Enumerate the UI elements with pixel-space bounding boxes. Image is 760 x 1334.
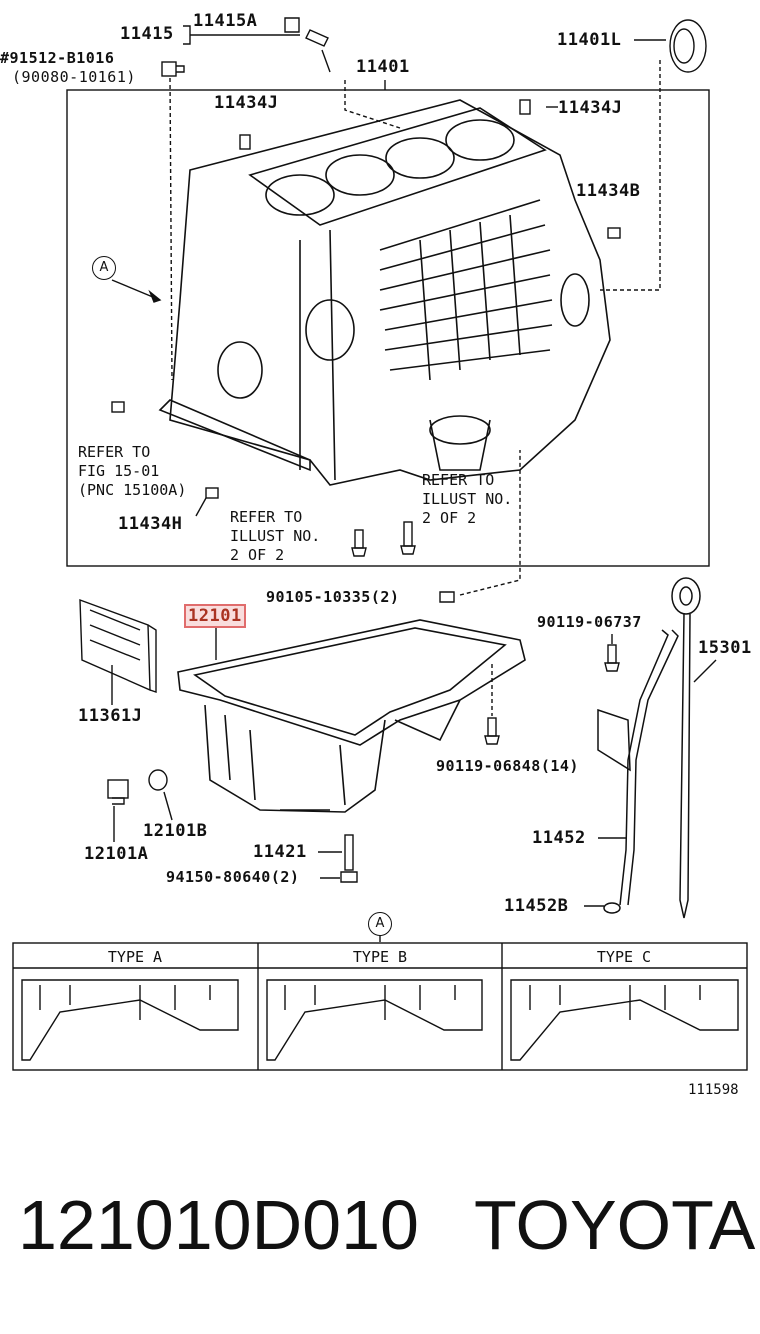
callout-90119-06848: 90119-06848(14)	[436, 757, 579, 775]
type-c-section-icon	[510, 979, 739, 1061]
type-b-label: TYPE B	[352, 948, 408, 966]
callout-11434H: 11434H	[118, 514, 183, 534]
brand-name: TOYOTA	[474, 1186, 756, 1264]
view-marker-a-bottom: A	[368, 912, 392, 936]
bolt-icon	[351, 521, 416, 557]
type-c-label: TYPE C	[596, 948, 652, 966]
parts-diagram: 11415 11415A #91512-B1016 (90080-10161) …	[0, 11, 752, 1098]
dowel-pin-icon	[607, 227, 621, 239]
stud-bolt-icon	[340, 834, 358, 883]
callout-11415A: 11415A	[193, 11, 258, 31]
type-table-frame	[12, 942, 748, 1071]
callout-12101A: 12101A	[84, 844, 149, 864]
oil-pressure-switch-icon	[284, 17, 331, 73]
callout-11361J: 11361J	[78, 706, 143, 726]
diagram-linework	[12, 17, 748, 1071]
figure-number: 111598	[688, 1082, 739, 1098]
callout-12101-highlighted: 12101	[184, 604, 246, 628]
dowel-pin-icon	[205, 487, 219, 499]
drain-plug-icon	[107, 779, 129, 805]
oil-pan-icon	[177, 619, 526, 813]
type-b-section-icon	[266, 979, 483, 1061]
cylinder-block-icon	[158, 99, 611, 486]
part-title-banner: 121010D010 TOYOTA	[0, 1185, 760, 1285]
bolt-91512-icon	[161, 61, 185, 381]
callout-12101B: 12101B	[143, 821, 208, 841]
callout-11452: 11452	[532, 828, 586, 848]
note-refer-illust-right: REFER TO ILLUST NO. 2 OF 2	[422, 471, 513, 527]
callout-11401L: 11401L	[557, 30, 622, 50]
callout-11401: 11401	[356, 57, 410, 77]
callout-11452B: 11452B	[504, 896, 569, 916]
callout-11434B: 11434B	[576, 181, 641, 201]
callout-90080: (90080-10161)	[12, 68, 136, 86]
engine-block-frame	[66, 89, 710, 567]
bolt-90119-icon	[484, 644, 620, 745]
callout-94150: 94150-80640(2)	[166, 868, 300, 886]
type-a-label: TYPE A	[107, 948, 163, 966]
callout-90119-06737: 90119-06737	[537, 613, 642, 631]
callout-11434J-right: 11434J	[558, 98, 623, 118]
type-a-section-icon	[21, 979, 239, 1061]
drain-gasket-icon	[148, 769, 168, 791]
callout-15301: 15301	[698, 638, 752, 658]
note-refer-fig-15-01: REFER TO FIG 15-01 (PNC 15100A)	[78, 443, 187, 499]
bolt-90105-icon	[439, 591, 455, 603]
note-refer-illust-left: REFER TO ILLUST NO. 2 OF 2	[230, 508, 321, 564]
callout-90105: 90105-10335(2)	[266, 588, 400, 606]
callout-11434J-left: 11434J	[214, 93, 279, 113]
baffle-plate-icon	[79, 598, 157, 693]
dipstick-guide-icon	[597, 629, 679, 914]
callout-11415: 11415	[120, 24, 174, 44]
dowel-pin-icon	[519, 99, 531, 115]
dipstick-icon	[671, 577, 701, 919]
part-number: 121010D010	[18, 1186, 419, 1264]
callout-91512: #91512-B1016	[0, 49, 115, 67]
view-marker-a-top: A	[92, 256, 116, 280]
dowel-pin-icon	[239, 134, 251, 150]
dowel-pin-icon	[111, 401, 125, 413]
callout-11421: 11421	[253, 842, 307, 862]
oil-seal-11401L-icon	[600, 19, 707, 291]
